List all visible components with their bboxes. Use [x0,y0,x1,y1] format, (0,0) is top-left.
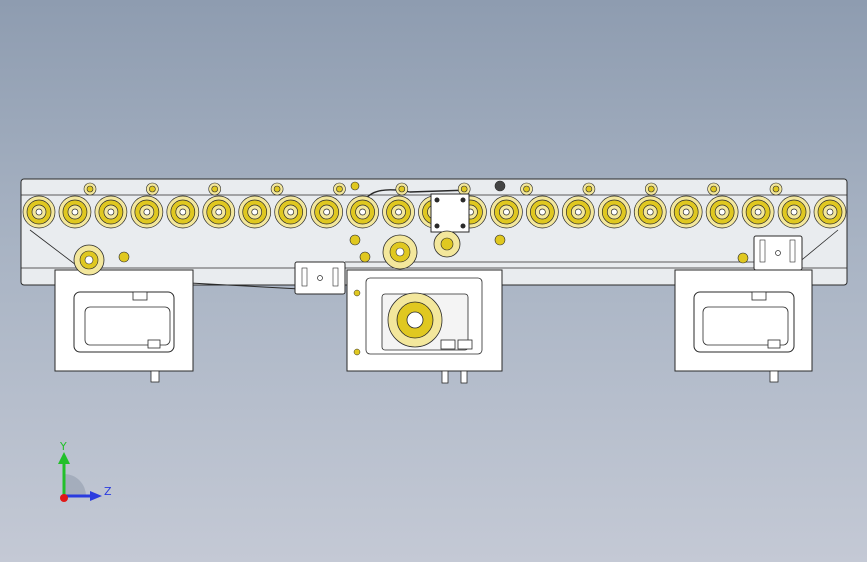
roller [633,195,667,229]
axis-triad: Y Z [44,440,124,510]
roller [238,195,272,229]
lower-pulley-left [73,244,130,276]
roller [346,195,379,229]
roller-row [22,195,847,229]
idler [457,182,471,196]
idler [270,182,284,196]
lower-pulley-right [737,252,749,264]
motor-plate[interactable] [430,193,470,233]
roller [22,195,56,229]
upper-idler-row [83,182,783,196]
idler [208,182,222,196]
roller [130,195,164,229]
roller [274,195,308,229]
roller [526,195,559,229]
idler [395,182,409,196]
idler [333,182,346,196]
idler [520,182,533,196]
y-axis-label: Y [60,440,67,453]
belt-line-left [189,282,301,290]
roller [382,195,415,229]
fixture-center[interactable] [346,269,503,384]
fixture-right[interactable] [674,269,813,383]
roller [166,195,200,229]
roller [58,195,92,229]
lower-pulley-center [349,180,506,270]
roller [669,195,703,229]
roller [94,195,128,229]
roller [310,195,343,229]
roller [561,195,595,229]
idler [707,182,720,196]
roller [777,195,811,229]
idler [769,182,783,196]
roller [741,195,775,229]
roller [490,195,523,229]
z-axis-arrowhead [90,491,102,501]
idler [83,182,97,196]
idler [582,182,596,196]
tensioner-bracket-left[interactable] [294,261,346,295]
idler [644,182,658,196]
frame-brace-left [29,229,81,269]
z-axis-label: Z [104,485,112,498]
roller [597,195,631,229]
y-axis-arrowhead [58,452,70,464]
roller [202,195,236,229]
axis-triad-graphic [58,452,102,502]
x-axis-point [60,494,68,502]
fixture-left[interactable] [54,269,194,383]
roller [813,195,847,229]
idler [146,182,159,196]
roller [705,195,739,229]
tensioner-bracket-right[interactable] [753,235,803,271]
